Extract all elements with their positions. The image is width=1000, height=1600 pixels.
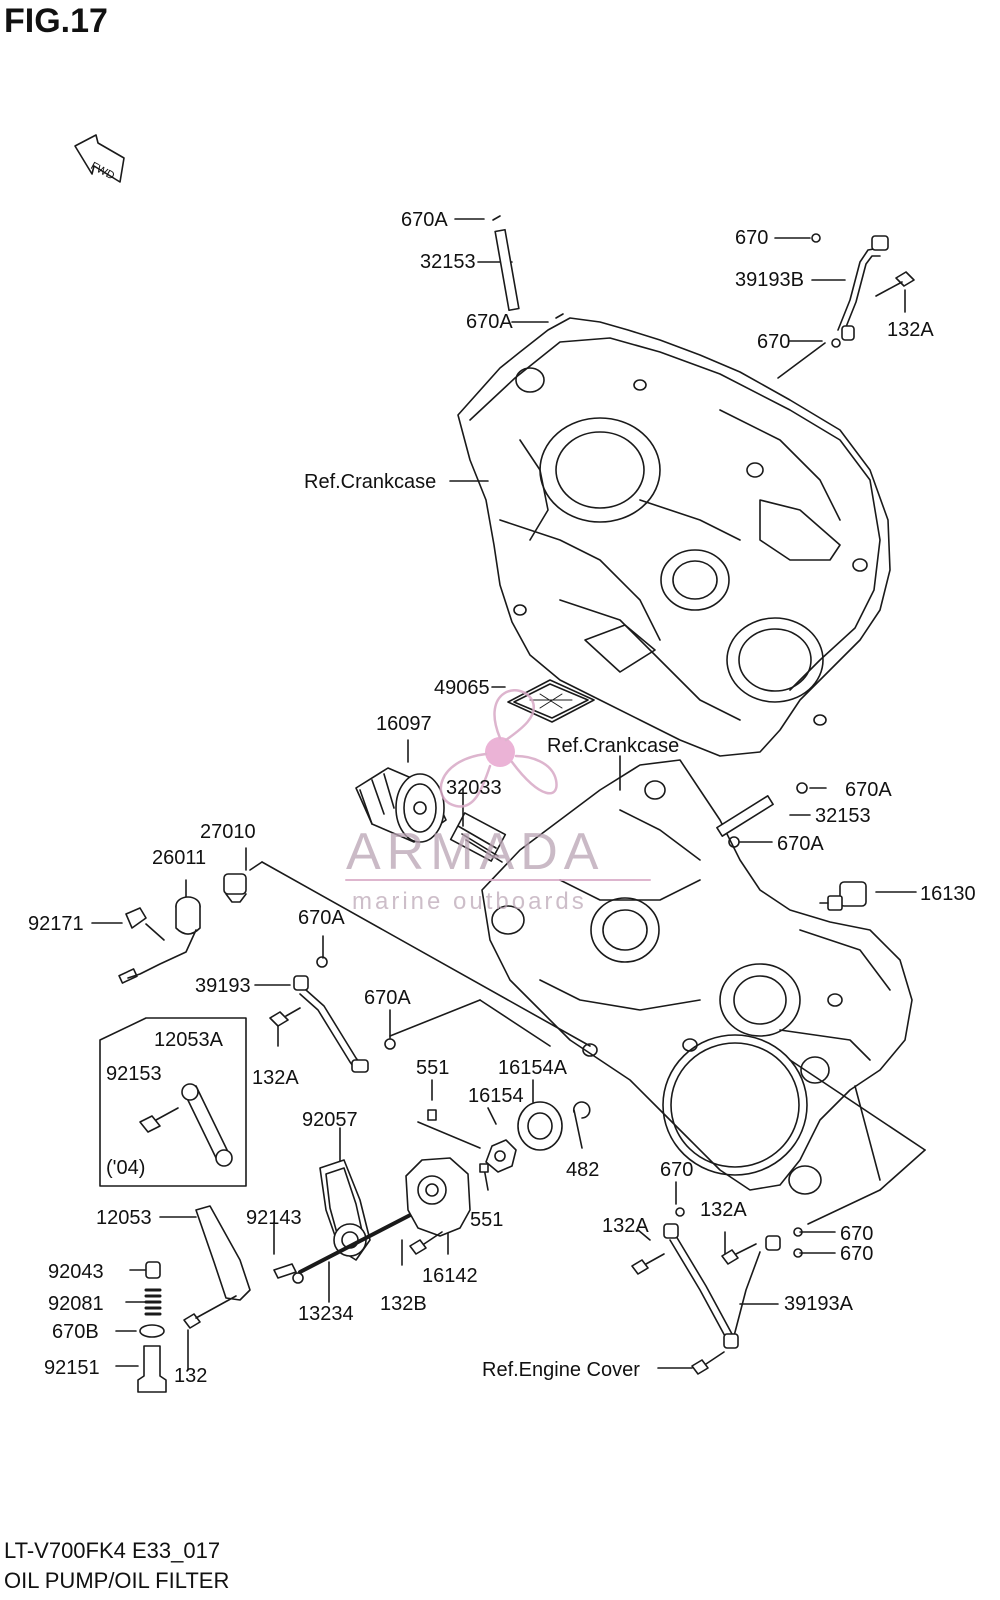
callout-670A-m1: 670A [298,907,345,929]
model-code: LT-V700FK4 E33_017 [4,1538,221,1563]
callout-551-a: 551 [416,1057,449,1079]
callout-12053: 12053 [96,1207,152,1229]
pipe-32153-right [716,782,808,848]
rotor-16154A [517,1101,563,1151]
callout-670A-r2: 670A [777,833,824,855]
chain-guide-12053 [195,1205,251,1301]
callout-92171: 92171 [28,913,84,935]
relief-valve-stack [137,1261,167,1393]
callout-27010: 27010 [200,821,256,843]
callout-92153: 92153 [106,1063,162,1085]
lower-crankcase-drawing [481,759,913,1195]
callout-16154A: 16154A [498,1057,568,1079]
callout-92151: 92151 [44,1357,100,1379]
callout-ref-crankcase-2: Ref.Crankcase [547,735,679,757]
circlip-482 [572,1101,591,1119]
watermark-brand: ARMADA [346,823,605,881]
callout-670A-r1: 670A [845,779,892,801]
oil-pump-16142 [405,1157,471,1255]
callout-92081: 92081 [48,1293,104,1315]
oil-switch-16130 [819,881,867,911]
callout-12053A: 12053A [154,1029,224,1051]
callout-ref-crankcase-1: Ref.Crankcase [304,471,436,493]
pins-551 [427,1109,489,1173]
callout-670A-top2: 670A [466,311,513,333]
callout-132: 132 [174,1365,207,1387]
callout-132B: 132B [380,1293,427,1315]
callout-13234: 13234 [298,1303,354,1325]
callout-551-b: 551 [470,1209,503,1231]
callout-670-br3: 670 [840,1243,873,1265]
callout-49065: 49065 [434,677,490,699]
callout-32033: 32033 [446,777,502,799]
callout-labels: 670A 32153 670A 670 39193B 132A 670 Ref.… [28,209,976,1387]
cap-26011 [118,896,201,984]
callout-39193: 39193 [195,975,251,997]
sensor-27010 [223,873,247,903]
callout-16130: 16130 [920,883,976,905]
watermark-logo [345,689,651,881]
callout-670-br: 670 [660,1159,693,1181]
callout-92057: 92057 [302,1109,358,1131]
callout-670A-m2: 670A [364,987,411,1009]
shaft-13234 [273,1208,422,1284]
callout-132A-m: 132A [252,1067,299,1089]
oil-filter-16097 [355,767,447,843]
callout-32153-top: 32153 [420,251,476,273]
callout-92143: 92143 [246,1207,302,1229]
watermark-tagline: marine outboards [352,888,587,915]
callout-670-tr1: 670 [735,227,768,249]
callout-670-br2: 670 [840,1223,873,1245]
callout-32153-r: 32153 [815,805,871,827]
callout-132A-br1: 132A [602,1215,649,1237]
filter-screen-49065 [507,679,595,723]
rotor-16154 [485,1139,517,1173]
oil-pipe-39193B [811,233,915,348]
callout-16097: 16097 [376,713,432,735]
callout-39193B: 39193B [735,269,804,291]
oil-pipe-39193A [631,1207,803,1375]
callout-132A-br2: 132A [700,1199,747,1221]
section-title: OIL PUMP/OIL FILTER [4,1568,230,1593]
clamp-92171 [125,907,165,941]
callout-670B: 670B [52,1321,99,1343]
pipe-32153-top [492,215,564,319]
callout-670-tr2: 670 [757,331,790,353]
chain-92057 [319,1159,371,1261]
callout-26011: 26011 [152,847,206,869]
inset-box-04 [99,1017,247,1187]
upper-crankcase-drawing [457,317,891,757]
callout-670A-top: 670A [401,209,448,231]
callout-132A-tr: 132A [887,319,934,341]
callout-16142: 16142 [422,1265,478,1287]
spring-32033 [449,812,507,863]
figure-title: FIG.17 [4,2,108,40]
bolt-132 [183,1295,237,1329]
callout-16154: 16154 [468,1085,524,1107]
callout-39193A: 39193A [784,1293,854,1315]
callout-482: 482 [566,1159,599,1181]
callout-92043: 92043 [48,1261,104,1283]
callout-ref-engine-cover: Ref.Engine Cover [482,1359,640,1381]
callout-04: ('04) [106,1157,145,1179]
oil-pipe-39193 [269,956,396,1073]
fwd-arrow-icon: FWD [74,134,125,183]
